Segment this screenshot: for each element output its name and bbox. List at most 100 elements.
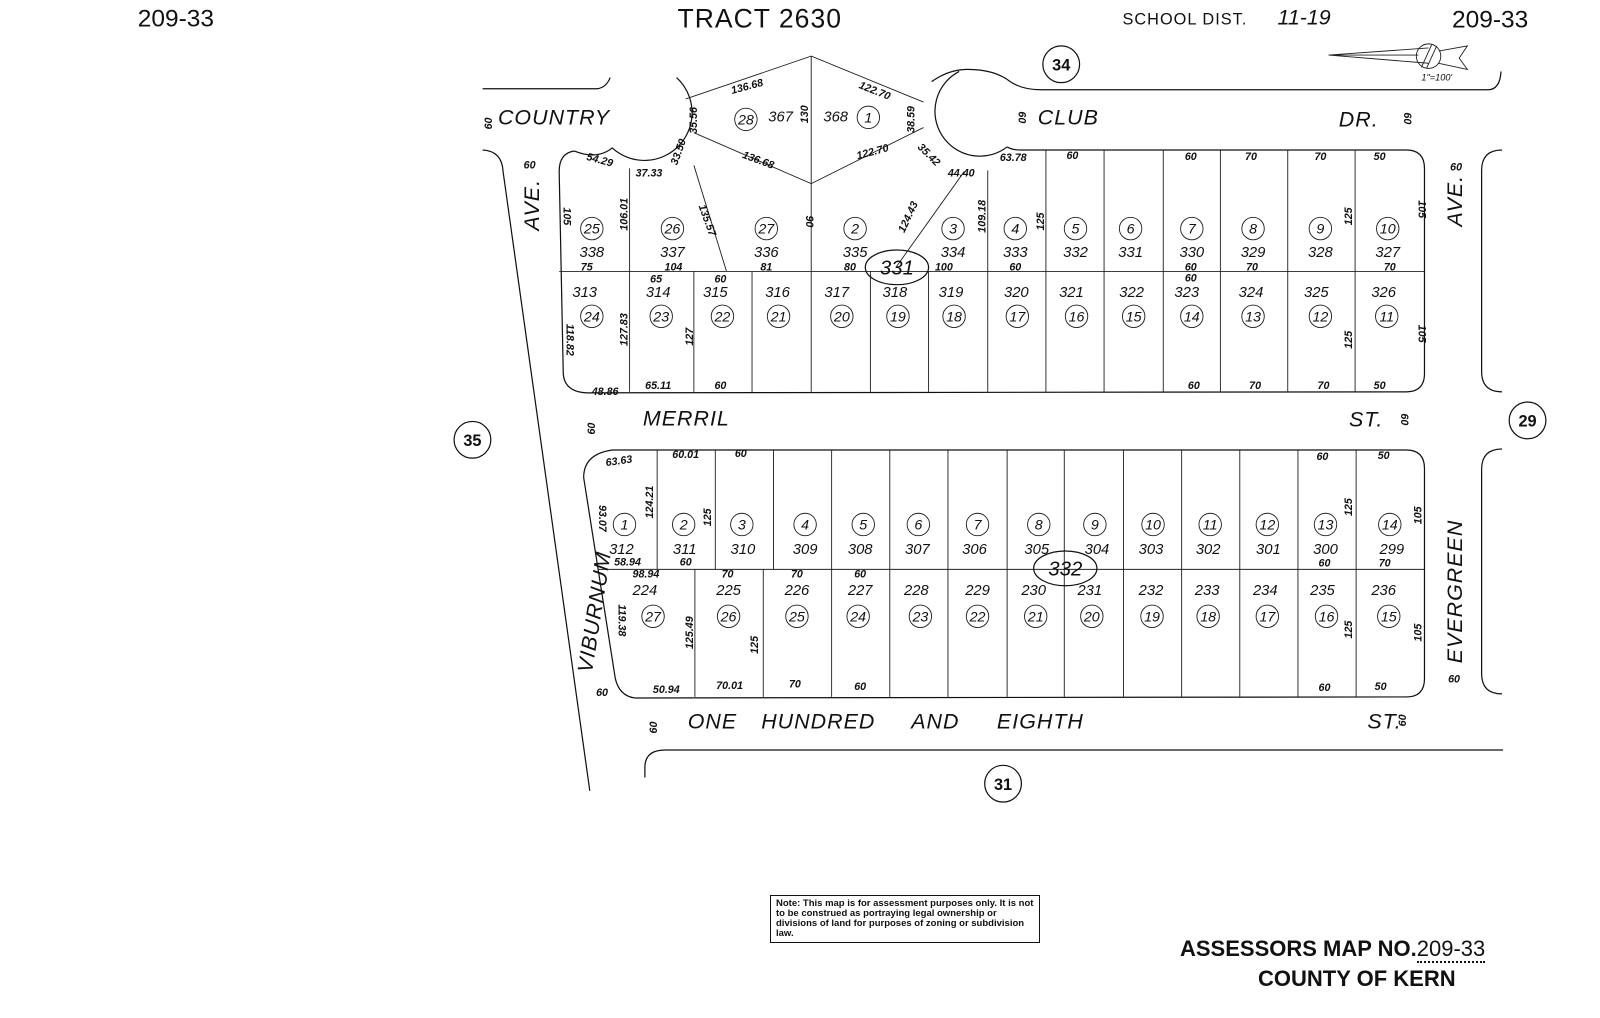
street-width-label: 60 — [1015, 111, 1027, 123]
dimension-label: 109.18 — [977, 200, 989, 233]
parcel-number: 337 — [660, 245, 685, 261]
lot-number: 22 — [714, 309, 731, 325]
parcel-number: 323 — [1174, 285, 1199, 301]
dimension-label: 44.40 — [947, 168, 975, 180]
road-lines — [482, 68, 1504, 791]
lot-number: 19 — [890, 309, 906, 325]
lot-circle-icon — [886, 304, 910, 329]
lot-circle-icon — [965, 512, 990, 537]
lot-number: 27 — [644, 609, 662, 625]
lot-circle-icon — [785, 604, 809, 629]
parcel-number: 229 — [964, 583, 990, 599]
street-dr: DR. — [1339, 108, 1379, 132]
lot-number: 21 — [770, 309, 787, 325]
dimension-label: 104 — [665, 261, 683, 273]
lot-circle-icon — [1241, 216, 1265, 241]
dimension-label: 124.21 — [644, 486, 656, 519]
lot-number: 2 — [679, 518, 688, 534]
lot-circle-icon — [1198, 512, 1222, 537]
street-width-label: 60 — [483, 117, 495, 129]
parcel-number: 302 — [1196, 542, 1221, 558]
dimension-label: 50.94 — [653, 684, 680, 696]
dimension-label: 125 — [1035, 211, 1047, 230]
lot-number: 3 — [949, 222, 957, 238]
dimension-label: 33.50 — [669, 137, 689, 166]
dimension-label: 70 — [789, 679, 801, 691]
lot-circle-icon — [906, 512, 931, 537]
parcel-number: 314 — [646, 285, 671, 301]
dimension-label: 63.63 — [605, 454, 633, 470]
lot-number: 22 — [969, 609, 986, 625]
street-width-label: 60 — [1401, 112, 1413, 124]
lot-circle-icon — [730, 512, 754, 537]
parcel-number: 311 — [673, 542, 697, 558]
parcel-number: 330 — [1179, 245, 1204, 261]
dimension-label: 70 — [1379, 557, 1391, 569]
dimension-label: 60 — [1009, 261, 1021, 273]
lot-number: 13 — [1318, 518, 1334, 534]
lot-number: 6 — [1127, 222, 1135, 238]
street-hundred: HUNDRED — [761, 710, 875, 734]
dimension-label: 125 — [702, 507, 714, 526]
lot-circle-icon — [580, 216, 604, 241]
dimension-label: 60.01 — [672, 449, 699, 461]
lot-number: 16 — [1319, 609, 1335, 625]
lot-number: 24 — [849, 609, 866, 625]
lot-number: 18 — [1200, 609, 1216, 625]
lot-number: 8 — [1035, 518, 1043, 534]
adjoining-map-ref: 31 — [994, 776, 1012, 794]
dimension-label: 60 — [854, 569, 866, 581]
lot-circle-icon — [660, 216, 685, 241]
street-width-label: 60 — [1450, 161, 1462, 173]
dimension-label: 50 — [1378, 450, 1390, 462]
street-merril: MERRIL — [643, 407, 730, 431]
street-width-label: 60 — [524, 159, 536, 171]
lot-circle-icon — [710, 304, 735, 329]
street-width-label: 60 — [1397, 714, 1409, 726]
lot-circle-icon — [793, 512, 817, 537]
street-width-label: 60 — [1398, 413, 1410, 425]
parcel-number: 325 — [1304, 285, 1329, 301]
dimension-label: 60 — [1316, 451, 1328, 463]
lot-circle-icon — [580, 304, 604, 329]
dimension-label: 60 — [714, 380, 726, 392]
parcel-number: 320 — [1004, 285, 1029, 301]
parcel-number: 319 — [939, 285, 964, 301]
lot-circle-icon — [843, 216, 867, 241]
adjoining-map-circle-icon — [1042, 45, 1081, 84]
parcel-number: 316 — [765, 285, 790, 301]
assessment-disclaimer-note: Note: This map is for assessment purpose… — [770, 895, 1040, 943]
lot-circle-icon — [766, 304, 791, 329]
lot-circle-icon — [1064, 304, 1089, 329]
lot-number: 14 — [1184, 309, 1200, 325]
parcel-number: 300 — [1313, 542, 1338, 558]
dimension-label: 125 — [1343, 497, 1355, 516]
dimension-label: 127.83 — [619, 313, 631, 346]
tract-title: TRACT 2630 — [678, 4, 842, 34]
parcel-number: 301 — [1256, 542, 1281, 558]
parcel-number: 234 — [1252, 583, 1278, 599]
dimension-label: 98.94 — [633, 569, 660, 581]
dimension-label: 136.68 — [730, 77, 765, 97]
dimension-label: 48.86 — [591, 386, 620, 398]
dimension-label: 35.42 — [915, 141, 942, 168]
lot-circle-icon — [1080, 604, 1104, 629]
lot-number: 12 — [1312, 309, 1328, 325]
dimension-label: 70 — [722, 569, 734, 581]
dimension-label: 60 — [735, 448, 747, 460]
lot-circle-icon — [1121, 304, 1146, 329]
parcel-number: 333 — [1003, 245, 1028, 261]
dimension-label: 135.57 — [696, 203, 719, 239]
lot-circle-icon — [649, 304, 673, 329]
lot-number: 26 — [720, 609, 737, 625]
lot-circle-icon — [1314, 604, 1339, 629]
dimension-label: 125.49 — [684, 616, 696, 649]
street-eighth-st: ST. — [1367, 710, 1401, 734]
lot-number: 25 — [583, 222, 600, 238]
lot-number: 2 — [850, 222, 859, 238]
lot-circle-icon — [846, 604, 870, 629]
lot-circle-icon — [1118, 216, 1143, 241]
lot-circle-icon — [1141, 512, 1165, 537]
parcel-number: 317 — [824, 285, 849, 301]
parcel-number: 232 — [1138, 583, 1164, 599]
